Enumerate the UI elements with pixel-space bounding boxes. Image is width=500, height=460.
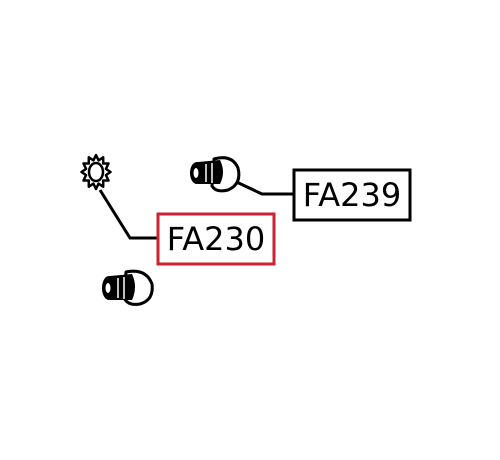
part-label-fa239[interactable]: FA239 (292, 168, 412, 222)
part-code-fa239: FA239 (303, 176, 401, 214)
screw-icon[interactable] (190, 156, 241, 193)
screw-icon[interactable] (102, 269, 154, 306)
leader-line-fa239 (227, 176, 294, 196)
lock-washer-icon[interactable] (80, 153, 112, 191)
part-label-fa230[interactable]: FA230 (156, 212, 276, 266)
part-code-fa230: FA230 (167, 220, 265, 258)
leader-line-fa230 (98, 189, 158, 240)
